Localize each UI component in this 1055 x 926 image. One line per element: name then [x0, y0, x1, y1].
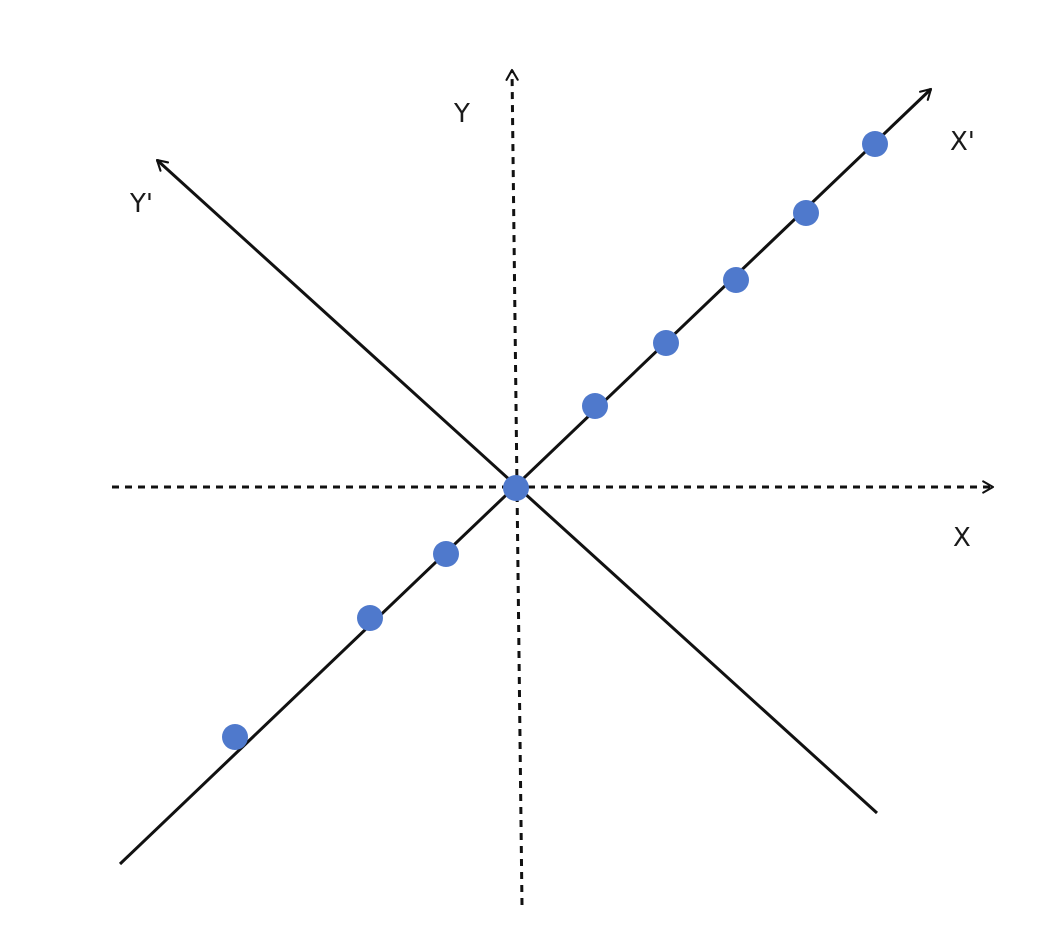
x-prime-axis-label: X' [950, 127, 975, 157]
data-point [862, 131, 888, 157]
data-point [222, 724, 248, 750]
data-point [433, 541, 459, 567]
data-point [582, 393, 608, 419]
data-point [357, 605, 383, 631]
data-point [503, 475, 529, 501]
data-point [723, 267, 749, 293]
data-point [793, 200, 819, 226]
x-axis-label: X [953, 523, 971, 553]
data-point [653, 330, 679, 356]
y-axis-label: Y [453, 99, 470, 129]
data-points [222, 131, 888, 750]
y-prime-axis-label: Y' [129, 189, 153, 219]
